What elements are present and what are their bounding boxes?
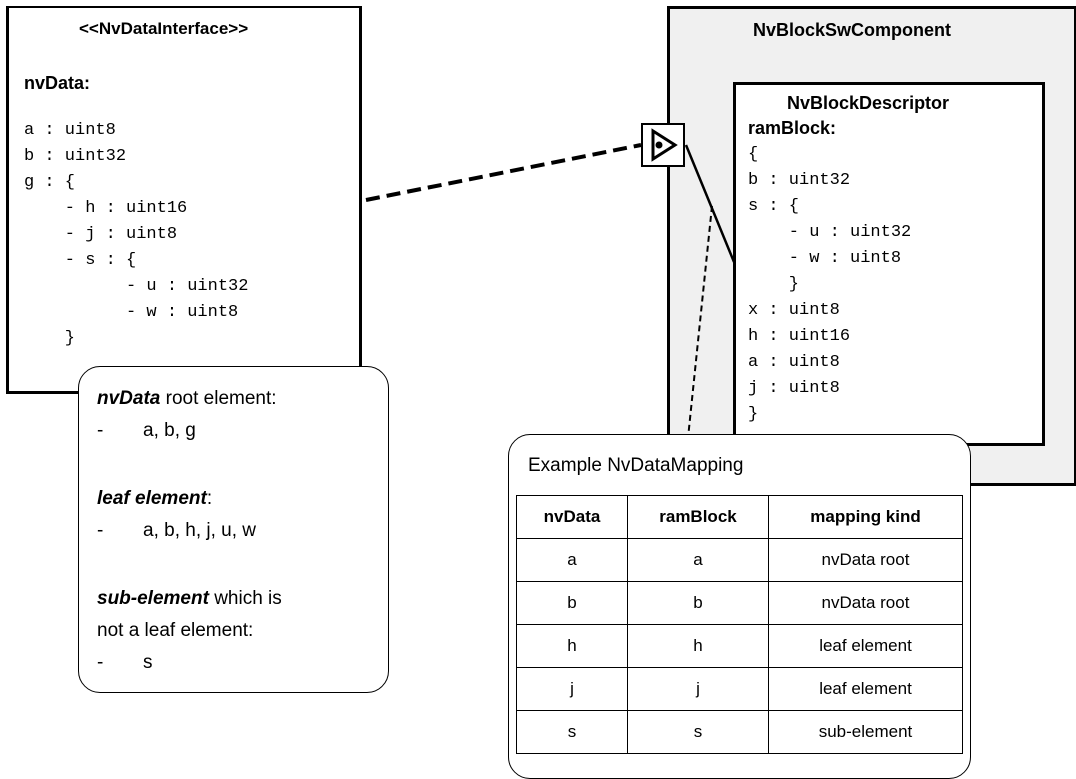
cell-nvdata: j xyxy=(516,667,628,711)
dash: - xyxy=(97,420,104,441)
sub-element-label-line2: not a leaf element: xyxy=(97,620,254,641)
cell-ramblock: h xyxy=(627,624,769,668)
descriptor-code: { b : uint32 s : { - u : uint32 - w : ui… xyxy=(748,145,912,424)
dashed-connector xyxy=(365,143,642,202)
table-row: b b nvData root xyxy=(516,581,963,625)
component-title: NvBlockSwComponent xyxy=(753,20,952,40)
header-mapping-kind: mapping kind xyxy=(768,495,963,539)
table-row: s s sub-element xyxy=(516,710,963,754)
leaf-element-items: a, b, h, j, u, w xyxy=(143,520,256,541)
nvblock-descriptor-box xyxy=(733,82,1045,446)
root-element-items: a, b, g xyxy=(143,420,196,441)
cell-nvdata: b xyxy=(516,581,628,625)
cell-mapping-kind: nvData root xyxy=(768,581,963,625)
interface-stereotype: <<NvDataInterface>> xyxy=(79,19,249,38)
descriptor-title: NvBlockDescriptor xyxy=(787,93,950,113)
mapping-table: nvData ramBlock mapping kind a a nvData … xyxy=(516,495,963,754)
dotted-reference-line xyxy=(687,205,713,439)
header-nvdata: nvData xyxy=(516,495,628,539)
element-definitions-note xyxy=(78,366,389,693)
sub-element-label: sub-element which is xyxy=(97,588,282,609)
cell-nvdata: h xyxy=(516,624,628,668)
root-element-label: nvData root element: xyxy=(97,388,277,409)
port-solid-line xyxy=(684,144,736,263)
cell-mapping-kind: leaf element xyxy=(768,624,963,668)
port-icon xyxy=(641,123,685,167)
cell-mapping-kind: nvData root xyxy=(768,538,963,582)
leaf-element-label: leaf element: xyxy=(97,488,213,509)
cell-ramblock: b xyxy=(627,581,769,625)
table-row: j j leaf element xyxy=(516,667,963,711)
cell-mapping-kind: leaf element xyxy=(768,667,963,711)
cell-mapping-kind: sub-element xyxy=(768,710,963,754)
table-row: a a nvData root xyxy=(516,538,963,582)
interface-section-label: nvData: xyxy=(24,73,91,93)
descriptor-section-label: ramBlock: xyxy=(748,118,837,138)
cell-ramblock: s xyxy=(627,710,769,754)
header-ramblock: ramBlock xyxy=(627,495,769,539)
mapping-table-title: Example NvDataMapping xyxy=(528,455,744,476)
cell-nvdata: a xyxy=(516,538,628,582)
dash: - xyxy=(97,520,104,541)
table-header-row: nvData ramBlock mapping kind xyxy=(516,495,963,539)
cell-nvdata: s xyxy=(516,710,628,754)
table-row: h h leaf element xyxy=(516,624,963,668)
cell-ramblock: j xyxy=(627,667,769,711)
interface-code: a : uint8 b : uint32 g : { - h : uint16 … xyxy=(24,121,249,348)
cell-ramblock: a xyxy=(627,538,769,582)
sub-element-items: s xyxy=(143,652,153,673)
dash: - xyxy=(97,652,104,673)
